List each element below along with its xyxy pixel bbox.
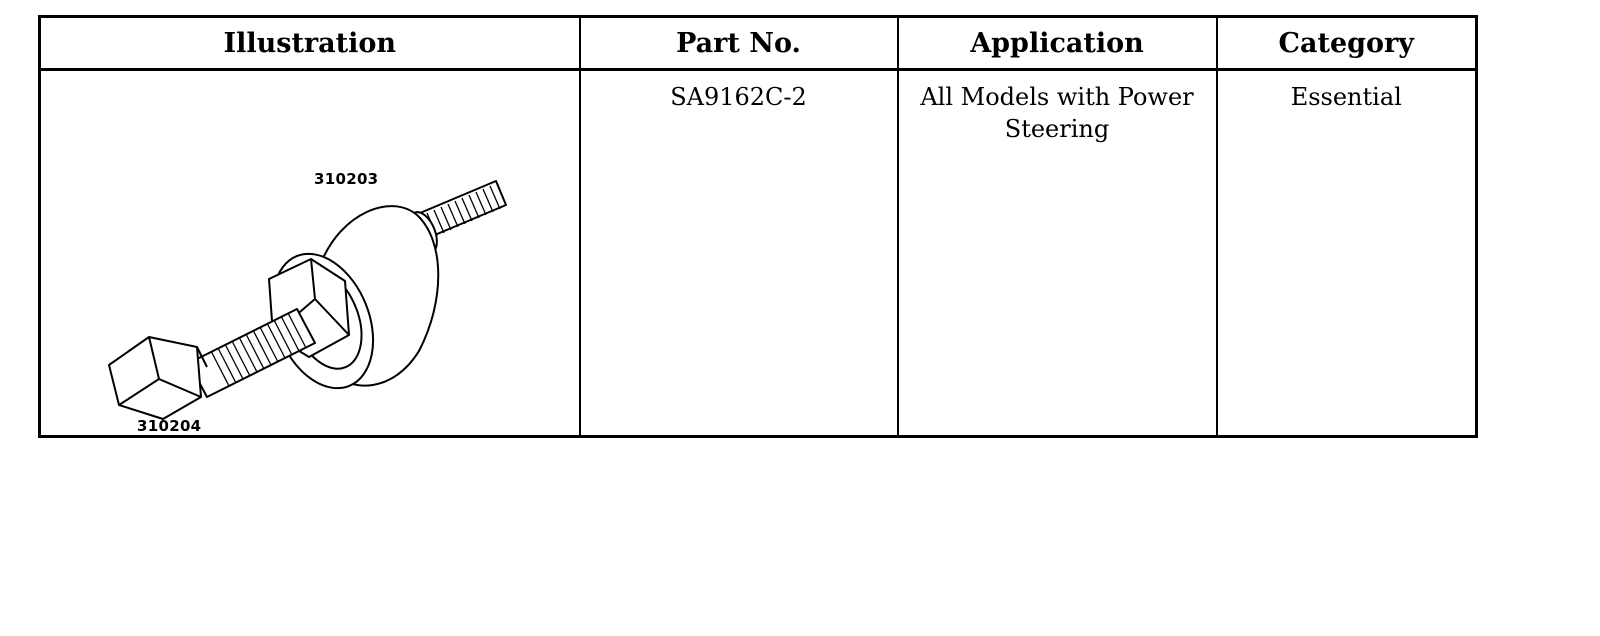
header-application: Application bbox=[896, 15, 1218, 71]
callout-bottom-number: 310204 bbox=[137, 417, 202, 435]
part-number-cell: SA9162C-2 bbox=[578, 68, 899, 438]
illustration-cell: 310203 bbox=[38, 68, 581, 438]
category-cell: Essential bbox=[1215, 68, 1478, 438]
table-header-row: Illustration Part No. Application Catego… bbox=[38, 15, 1478, 71]
header-part-no: Part No. bbox=[578, 15, 899, 71]
callout-top-number: 310203 bbox=[314, 170, 379, 188]
special-tools-table: Illustration Part No. Application Catego… bbox=[38, 15, 1478, 438]
table-row: 310203 bbox=[38, 68, 1478, 438]
header-category: Category bbox=[1215, 15, 1478, 71]
application-cell: All Models with Power Steering bbox=[896, 68, 1218, 438]
puller-tool-drawing-icon bbox=[108, 180, 507, 420]
header-illustration: Illustration bbox=[38, 15, 581, 71]
